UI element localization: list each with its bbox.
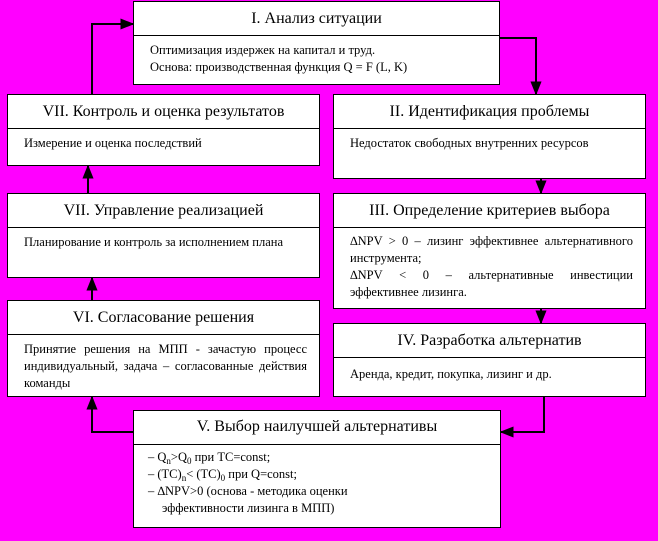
arrow-v-to-vi [86,395,133,433]
criterion-cost: – (TC)n< (TC)0 при Q=const; [148,467,297,483]
box-implementation: VII. Управление реализацией Планирование… [7,193,320,278]
box-implementation-text: Планирование и контроль за исполнением п… [24,235,284,249]
box-criteria-text-1: ∆NPV > 0 – лизинг эффективнее альтернати… [350,234,633,265]
box-criteria: III. Определение критериев выбора ∆NPV >… [333,193,646,309]
box-analysis-line-1: Оптимизация издержек на капитал и труд. [150,43,376,57]
box-alternatives-title: IV. Разработка альтернатив [334,324,645,358]
box-analysis-line-2: Основа: производственная функция Q = F (… [150,60,408,74]
box-best-choice: V. Выбор наилучшей альтернативы – Qn>Q0 … [133,410,501,528]
box-agreement-text: Принятие решения на МПП - зачастую проце… [24,342,307,390]
box-analysis-title: I. Анализ ситуации [134,2,499,36]
box-control-text: Измерение и оценка последствий [24,136,202,150]
box-alternatives-text: Аренда, кредит, покупка, лизинг и др. [350,367,552,381]
box-alternatives: IV. Разработка альтернатив Аренда, креди… [333,323,646,397]
box-identification-title: II. Идентификация проблемы [334,95,645,129]
box-control: VII. Контроль и оценка результатов Измер… [7,94,320,166]
box-criteria-title: III. Определение критериев выбора [334,194,645,228]
criterion-output: – Qn>Q0 при TC=const; [148,450,271,466]
box-analysis: I. Анализ ситуации Оптимизация издержек … [133,1,500,85]
box-agreement-title: VI. Согласование решения [8,301,319,335]
box-identification-text: Недостаток свободных внутренних ресурсов [350,136,589,150]
arrow-vii-to-i [91,18,135,94]
box-control-title: VII. Контроль и оценка результатов [8,95,319,129]
box-criteria-text-2: ∆NPV < 0 – альтернативные инвестиции эфф… [350,268,633,299]
criterion-npv-cont: эффективности лизинга в МПП) [162,501,335,515]
box-implementation-title: VII. Управление реализацией [8,194,319,228]
arrow-iv-to-v [499,397,545,438]
box-best-choice-title: V. Выбор наилучшей альтернативы [134,411,500,445]
box-agreement: VI. Согласование решения Принятие решени… [7,300,320,397]
arrow-i-to-ii [499,37,542,96]
criterion-npv: – ∆NPV>0 (основа - методика оценки [148,484,348,498]
box-identification: II. Идентификация проблемы Недостаток св… [333,94,646,179]
